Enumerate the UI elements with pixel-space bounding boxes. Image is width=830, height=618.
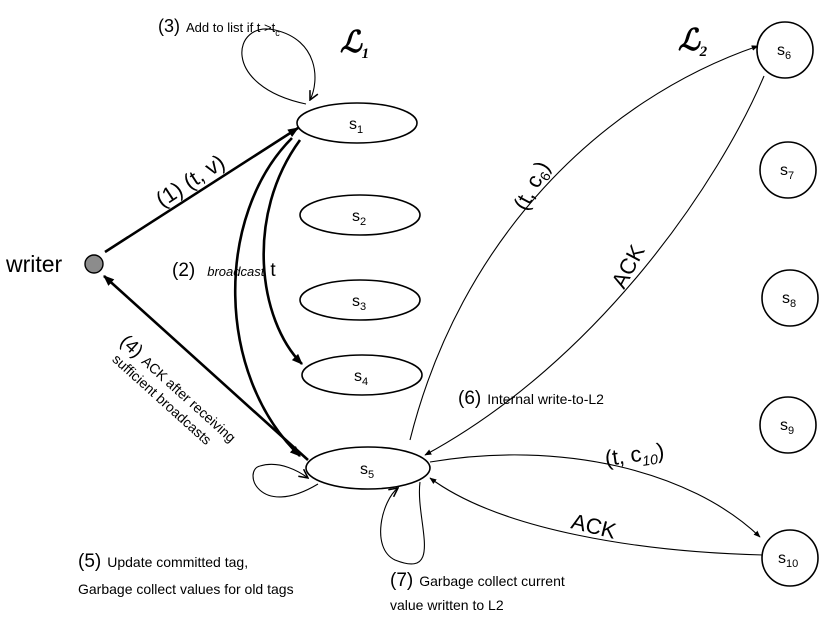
edge-self-loop-s1 — [241, 28, 315, 105]
node-s7-label: s7 — [780, 162, 794, 182]
node-s1-label: s1 — [349, 116, 363, 136]
step7-line1: (7)Garbage collect current — [390, 570, 565, 591]
edge-label-to-s6: (t, c6) — [508, 157, 557, 216]
edge-s6-to-s5 — [424, 75, 765, 456]
node-s5 — [305, 446, 431, 490]
edge-writer-to-s1 — [104, 126, 299, 254]
node-s8-label: s8 — [782, 290, 796, 310]
node-s1 — [296, 102, 418, 144]
layer-label-l1: ℒ1 — [340, 26, 369, 62]
step4-label: (4)ACK after receiving sufficient broadc… — [109, 331, 241, 448]
node-s3-label: s3 — [352, 293, 366, 313]
edge-s5-to-writer — [103, 275, 309, 461]
node-s5-label: s5 — [360, 461, 374, 481]
writer-label: writer — [5, 251, 63, 277]
edge-self-loop-s5-right — [380, 481, 425, 565]
step3-label: (3)Add to list if t >tc — [158, 16, 280, 38]
edge-self-loop-s5-left — [252, 463, 319, 498]
step5-line2: Garbage collect values for old tags — [78, 581, 294, 597]
node-s2 — [299, 194, 421, 236]
node-s8 — [761, 269, 819, 327]
node-s7 — [759, 141, 817, 199]
node-s9 — [759, 396, 817, 454]
edge-broadcast-s1-to-s4 — [262, 139, 303, 365]
svg-text:(4)ACK after receiving: (4)ACK after receiving — [116, 331, 241, 447]
edge-label-ack-s10: ACK — [569, 509, 619, 544]
node-s2-label: s2 — [352, 208, 366, 228]
edge-s5-to-s6 — [409, 45, 759, 441]
layer-label-l2: ℒ2 — [678, 24, 708, 60]
node-s4-label: s4 — [354, 368, 368, 388]
edge-label-to-s10: (t, c10) — [603, 438, 666, 474]
node-s6 — [756, 21, 814, 79]
node-s9-label: s9 — [780, 417, 794, 437]
edge-label-ack-s6: ACK — [606, 240, 649, 292]
node-s4 — [301, 354, 423, 396]
node-s10-label: s10 — [778, 550, 798, 570]
node-s6-label: s6 — [777, 42, 791, 62]
writer-node — [84, 254, 104, 274]
step6-label: (6)Internal write-to-L2 — [458, 388, 604, 409]
edge-broadcast-s1-to-s5 — [233, 137, 301, 457]
edge-s10-to-s5 — [429, 477, 764, 556]
step7-line2: value written to L2 — [390, 597, 504, 613]
edge-s5-to-s10 — [429, 454, 761, 538]
step5-line1: (5)Update committed tag, — [78, 551, 248, 572]
node-s10 — [761, 529, 819, 587]
node-s3 — [299, 279, 421, 321]
